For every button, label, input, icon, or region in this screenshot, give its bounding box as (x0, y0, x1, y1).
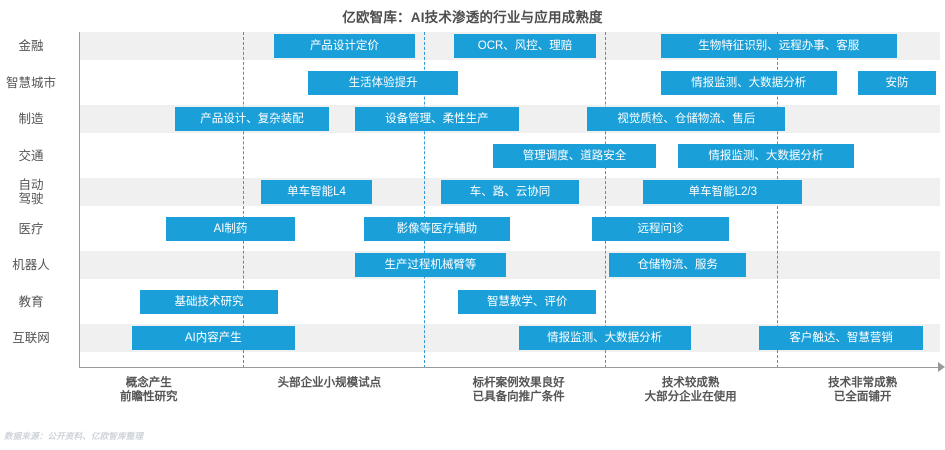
page-title: 亿欧智库：AI技术渗透的行业与应用成熟度 (342, 10, 603, 25)
chart-bar[interactable]: 安防 (858, 70, 936, 95)
chart-bar[interactable]: 基础技术研究 (140, 289, 278, 314)
y-axis-category-label: 制造 (18, 112, 44, 126)
y-axis-category-label: 机器人 (12, 258, 50, 272)
chart-bar[interactable]: 视觉质检、仓储物流、售后 (587, 107, 786, 131)
chart-bar[interactable]: 情报监测、大数据分析 (660, 70, 837, 95)
chart-bar[interactable]: OCR、风控、理赔 (454, 34, 596, 58)
chart-bar[interactable]: 管理调度、道路安全 (492, 143, 657, 168)
y-axis-category-label: 金融 (18, 39, 44, 53)
chart-bar[interactable]: 生物特征识别、远程办事、客服 (660, 34, 897, 58)
chart-bar[interactable]: 设备管理、柔性生产 (355, 107, 519, 131)
x-axis-stage-label: 技术非常成熟已全面铺开 (828, 377, 898, 403)
chart-bar[interactable]: 智慧教学、评价 (458, 289, 596, 314)
y-axis-category-label: 教育 (18, 294, 44, 309)
chart-gridline (243, 32, 245, 368)
chart-bar[interactable]: 影像等医疗辅助 (363, 216, 510, 241)
chart-gridline (424, 32, 425, 368)
x-axis-stage-label: 技术较成熟大部分企业在使用 (644, 377, 737, 403)
chart-gridline (604, 32, 606, 368)
chart-bar[interactable]: 生活体验提升 (307, 70, 459, 95)
chart-bar[interactable]: 产品设计定价 (273, 34, 416, 58)
chart-bar[interactable]: 仓储物流、服务 (608, 253, 747, 277)
chart-bar[interactable]: 情报监测、大数据分析 (518, 326, 691, 350)
chart-bar[interactable]: 客户触达、智慧营销 (759, 326, 923, 350)
chart-bar[interactable]: 单车智能L2/3 (643, 180, 803, 204)
chart-bar[interactable]: AI内容产生 (131, 326, 295, 350)
y-axis-category-label: 智慧城市 (5, 75, 56, 90)
y-axis-category-label: 自动驾驶 (18, 178, 44, 206)
y-axis-line (79, 32, 80, 368)
y-axis-category-label: 互联网 (12, 331, 50, 345)
y-axis-category-label: 医疗 (18, 221, 44, 236)
chart-row-band (80, 251, 940, 279)
chart-bar[interactable]: 车、路、云协同 (441, 180, 579, 204)
x-axis-line (79, 367, 941, 368)
chart-bar[interactable]: 情报监测、大数据分析 (677, 143, 854, 168)
x-axis-arrow-icon (938, 362, 945, 372)
chart-bar[interactable]: 生产过程机械臂等 (355, 253, 506, 277)
chart-bar[interactable]: 单车智能L4 (260, 180, 373, 204)
source-note: 数据来源：公开资料、亿欧智库整理 (4, 431, 144, 441)
x-axis-stage-label: 标杆案例效果良好已具备向推广条件 (472, 377, 565, 403)
chart-bar[interactable]: AI制药 (166, 216, 295, 241)
y-axis-category-label: 交通 (18, 148, 44, 163)
chart-bar[interactable]: 产品设计、复杂装配 (174, 107, 330, 131)
chart-bar[interactable]: 远程问诊 (591, 216, 730, 241)
x-axis-stage-label: 概念产生前瞻性研究 (120, 377, 178, 403)
x-axis-stage-label: 头部企业小规模试点 (277, 377, 382, 389)
y-axis-labels: 金融智慧城市制造交通自动驾驶医疗机器人教育互联网 (0, 32, 78, 362)
